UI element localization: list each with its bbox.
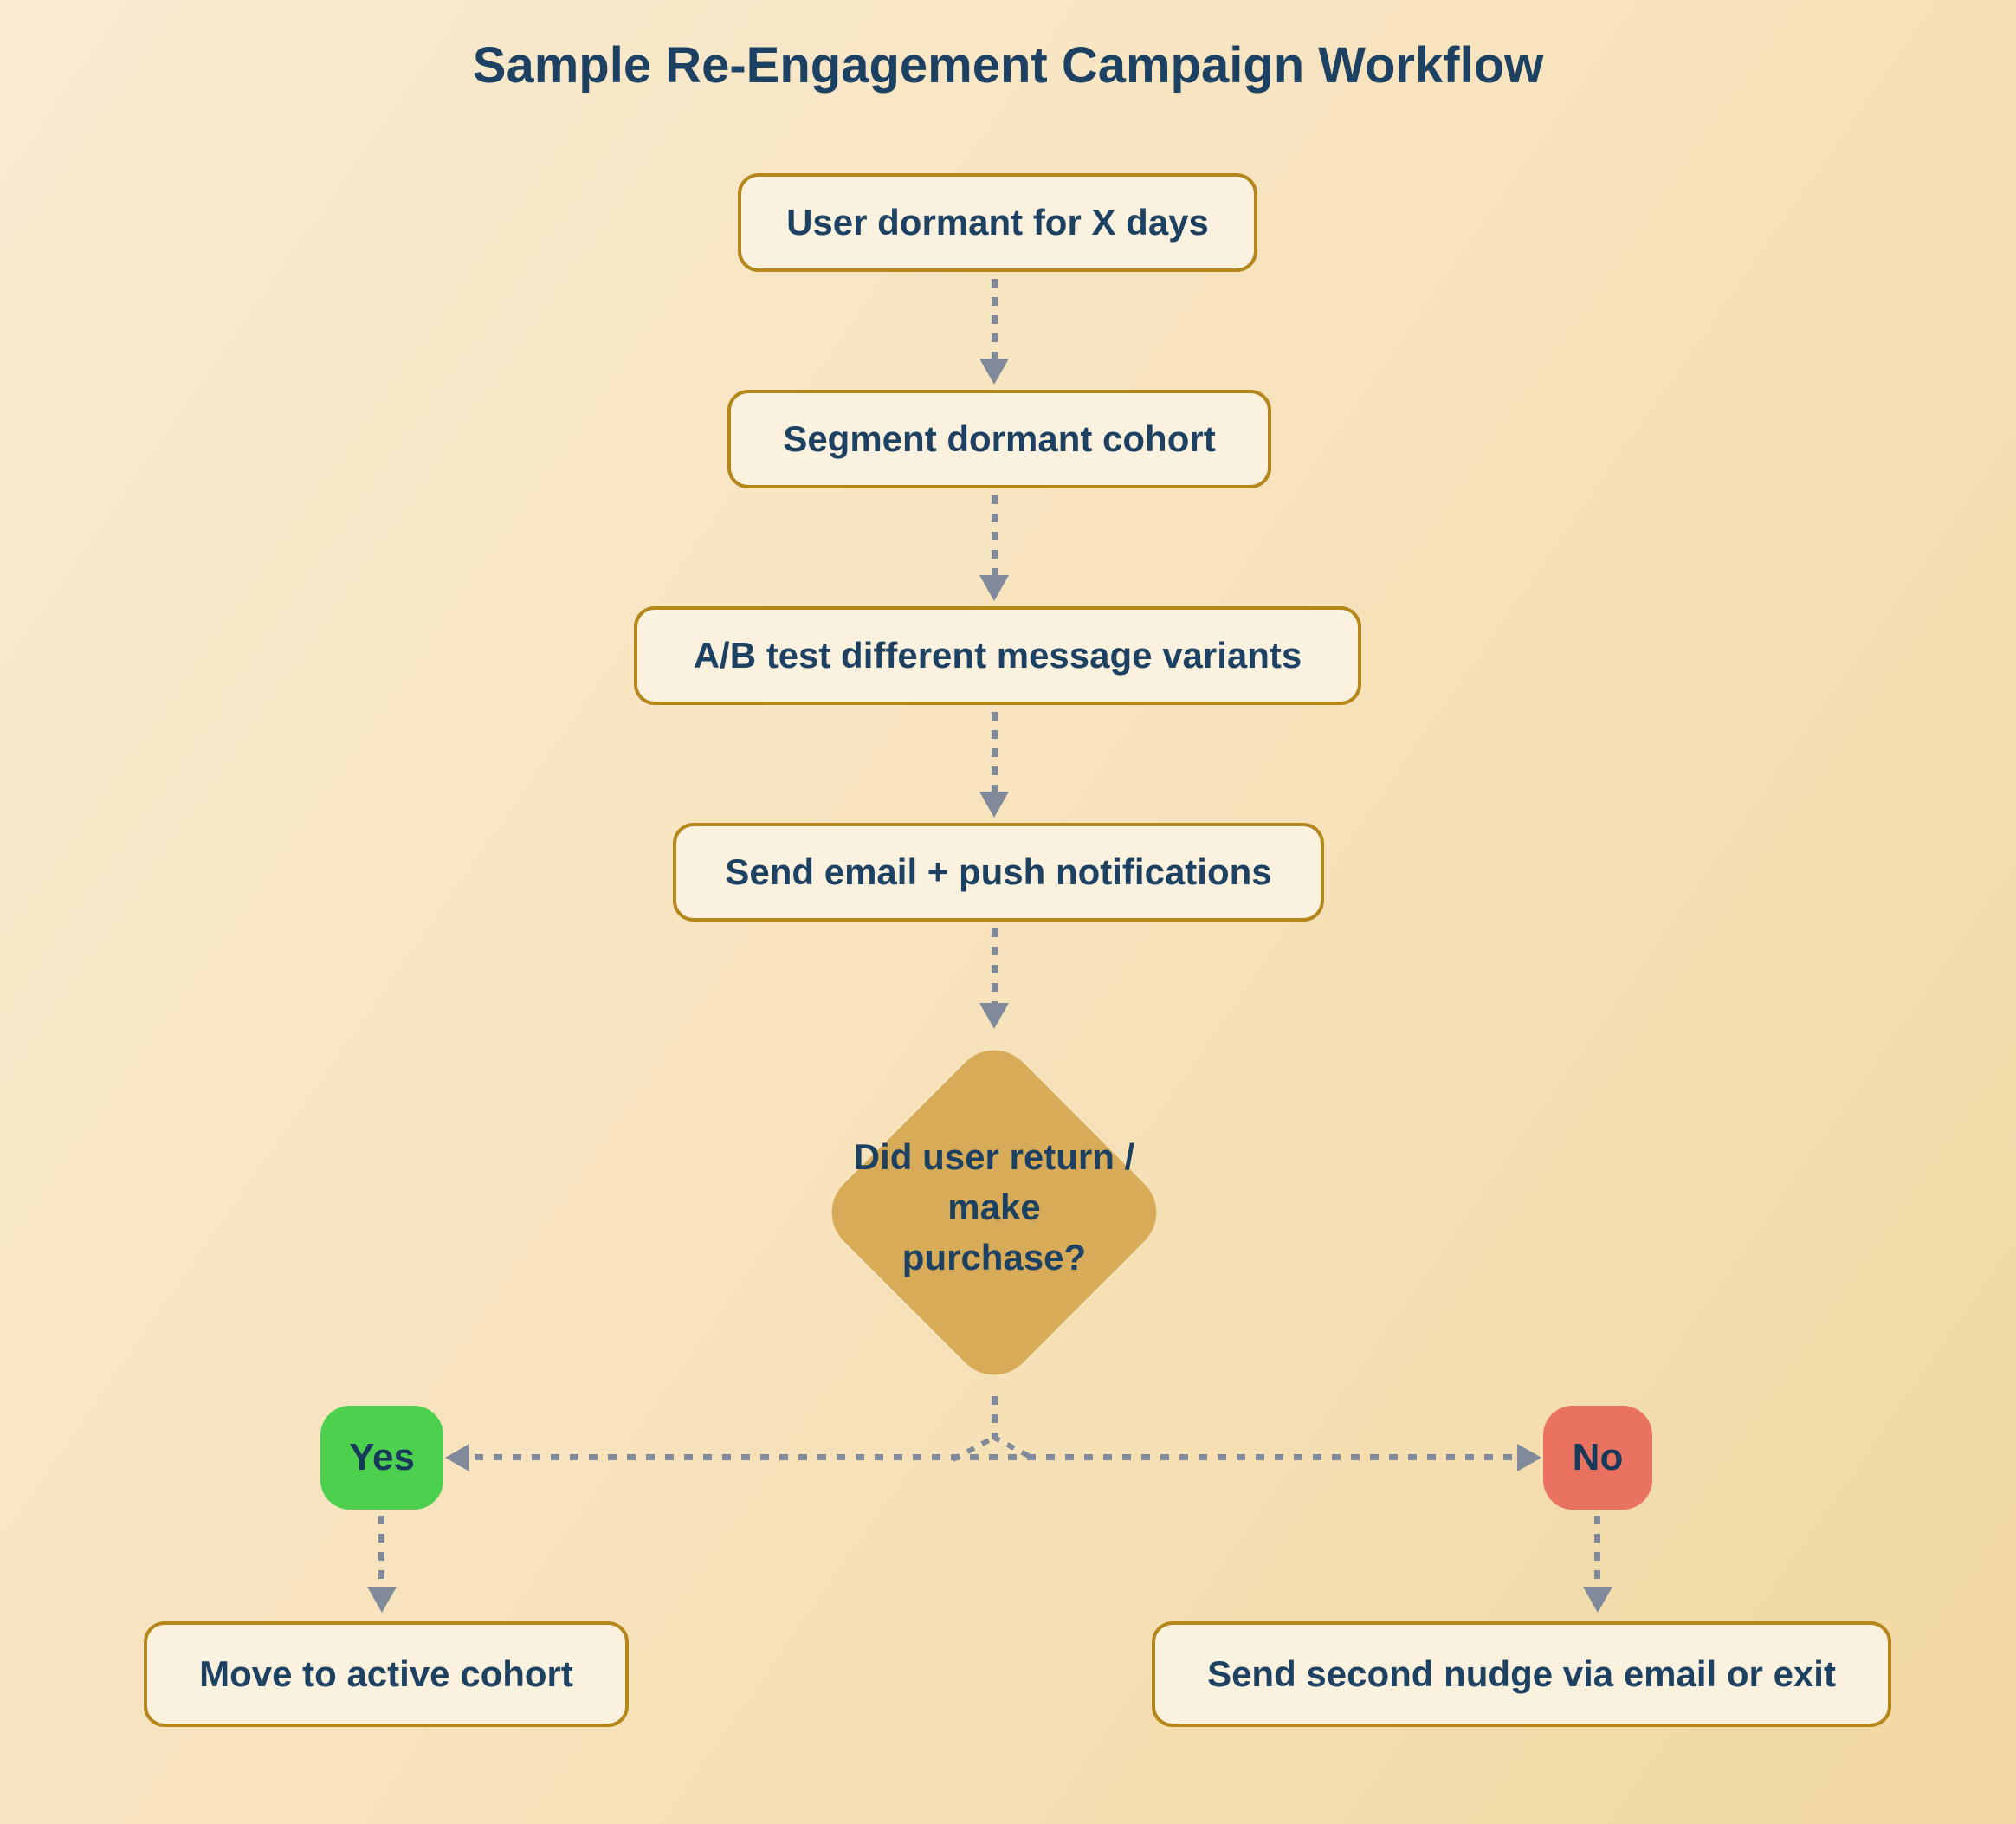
no-label: No <box>1572 1436 1624 1478</box>
arrowhead-right-icon <box>1517 1444 1541 1471</box>
outcome-label: Move to active cohort <box>199 1653 573 1694</box>
no-chip: No <box>1543 1406 1652 1510</box>
step-ab-test: A/B test different message variants <box>634 606 1361 705</box>
arrowhead-down-icon <box>979 575 1009 601</box>
no-arrow-line <box>1594 1516 1600 1587</box>
decision-label: Did user return / make purchase? <box>853 1136 1135 1277</box>
flow-arrow-1-line <box>992 279 998 359</box>
step-label: Send email + push notifications <box>725 851 1272 892</box>
outcome-label: Send second nudge via email or exit <box>1207 1653 1836 1694</box>
arrowhead-down-icon <box>979 792 1009 818</box>
yes-label: Yes <box>349 1436 415 1478</box>
arrowhead-down-icon <box>367 1587 397 1613</box>
step-label: A/B test different message variants <box>693 635 1302 676</box>
page-title: Sample Re-Engagement Campaign Workflow <box>472 37 1544 94</box>
step-segment-cohort: Segment dormant cohort <box>727 390 1271 488</box>
flow-arrow-3-line <box>992 712 998 792</box>
step-label: User dormant for X days <box>786 202 1209 243</box>
yes-arrow-line <box>378 1516 384 1587</box>
outcome-second-nudge: Send second nudge via email or exit <box>1152 1621 1891 1727</box>
step-label: Segment dormant cohort <box>783 418 1216 459</box>
arrowhead-down-icon <box>1583 1587 1612 1613</box>
flow-arrow-4-line <box>992 928 998 1003</box>
arrowhead-left-icon <box>445 1444 469 1471</box>
step-send-notifications: Send email + push notifications <box>673 823 1324 922</box>
yes-chip: Yes <box>320 1406 443 1510</box>
junction-stem-line <box>992 1396 998 1438</box>
outcome-active-cohort: Move to active cohort <box>144 1621 629 1727</box>
arrowhead-down-icon <box>979 1003 1009 1029</box>
branch-line <box>475 1454 1514 1460</box>
flow-arrow-2-line <box>992 495 998 575</box>
arrowhead-down-icon <box>979 359 1009 385</box>
step-user-dormant: User dormant for X days <box>738 173 1257 272</box>
